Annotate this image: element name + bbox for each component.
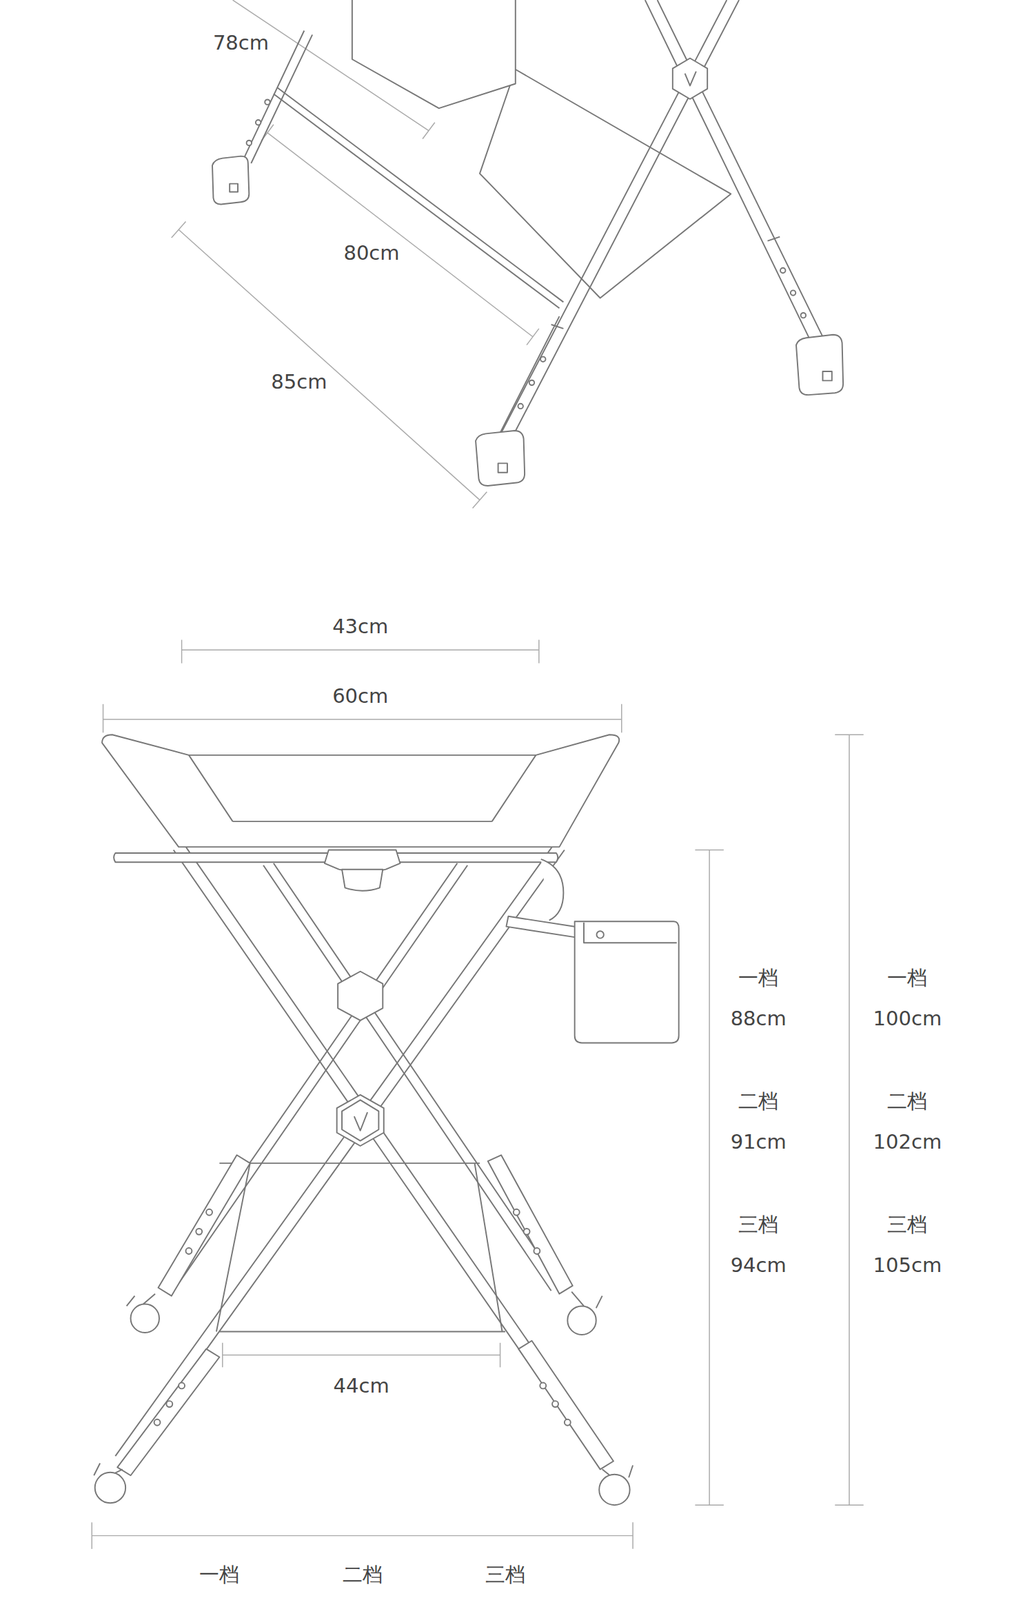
dimension-label: 100cm	[870, 1006, 946, 1031]
level-label: 一档	[735, 965, 782, 990]
level-label: 一档	[884, 965, 930, 990]
dimension-label: 60cm	[329, 683, 391, 708]
dimension-label: 44cm	[330, 1373, 393, 1398]
level-label: 二档	[735, 1089, 782, 1114]
dimension-label: 85cm	[268, 369, 330, 394]
level-label: 三档	[884, 1212, 930, 1237]
level-label: 三档	[735, 1212, 782, 1237]
dimension-label: 102cm	[870, 1130, 946, 1155]
level-label: 二档	[884, 1089, 930, 1114]
dimension-label: 91cm	[727, 1130, 790, 1155]
level-label: 三档	[482, 1562, 529, 1587]
dimension-label: 94cm	[727, 1253, 790, 1279]
level-label: 二档	[339, 1562, 386, 1587]
dimension-label: 105cm	[870, 1253, 946, 1279]
dimension-label: 43cm	[329, 614, 391, 640]
dimension-label: 88cm	[727, 1006, 790, 1031]
level-label: 一档	[196, 1562, 242, 1587]
dimension-label: 78cm	[210, 31, 272, 56]
dimension-label: 80cm	[340, 241, 402, 266]
